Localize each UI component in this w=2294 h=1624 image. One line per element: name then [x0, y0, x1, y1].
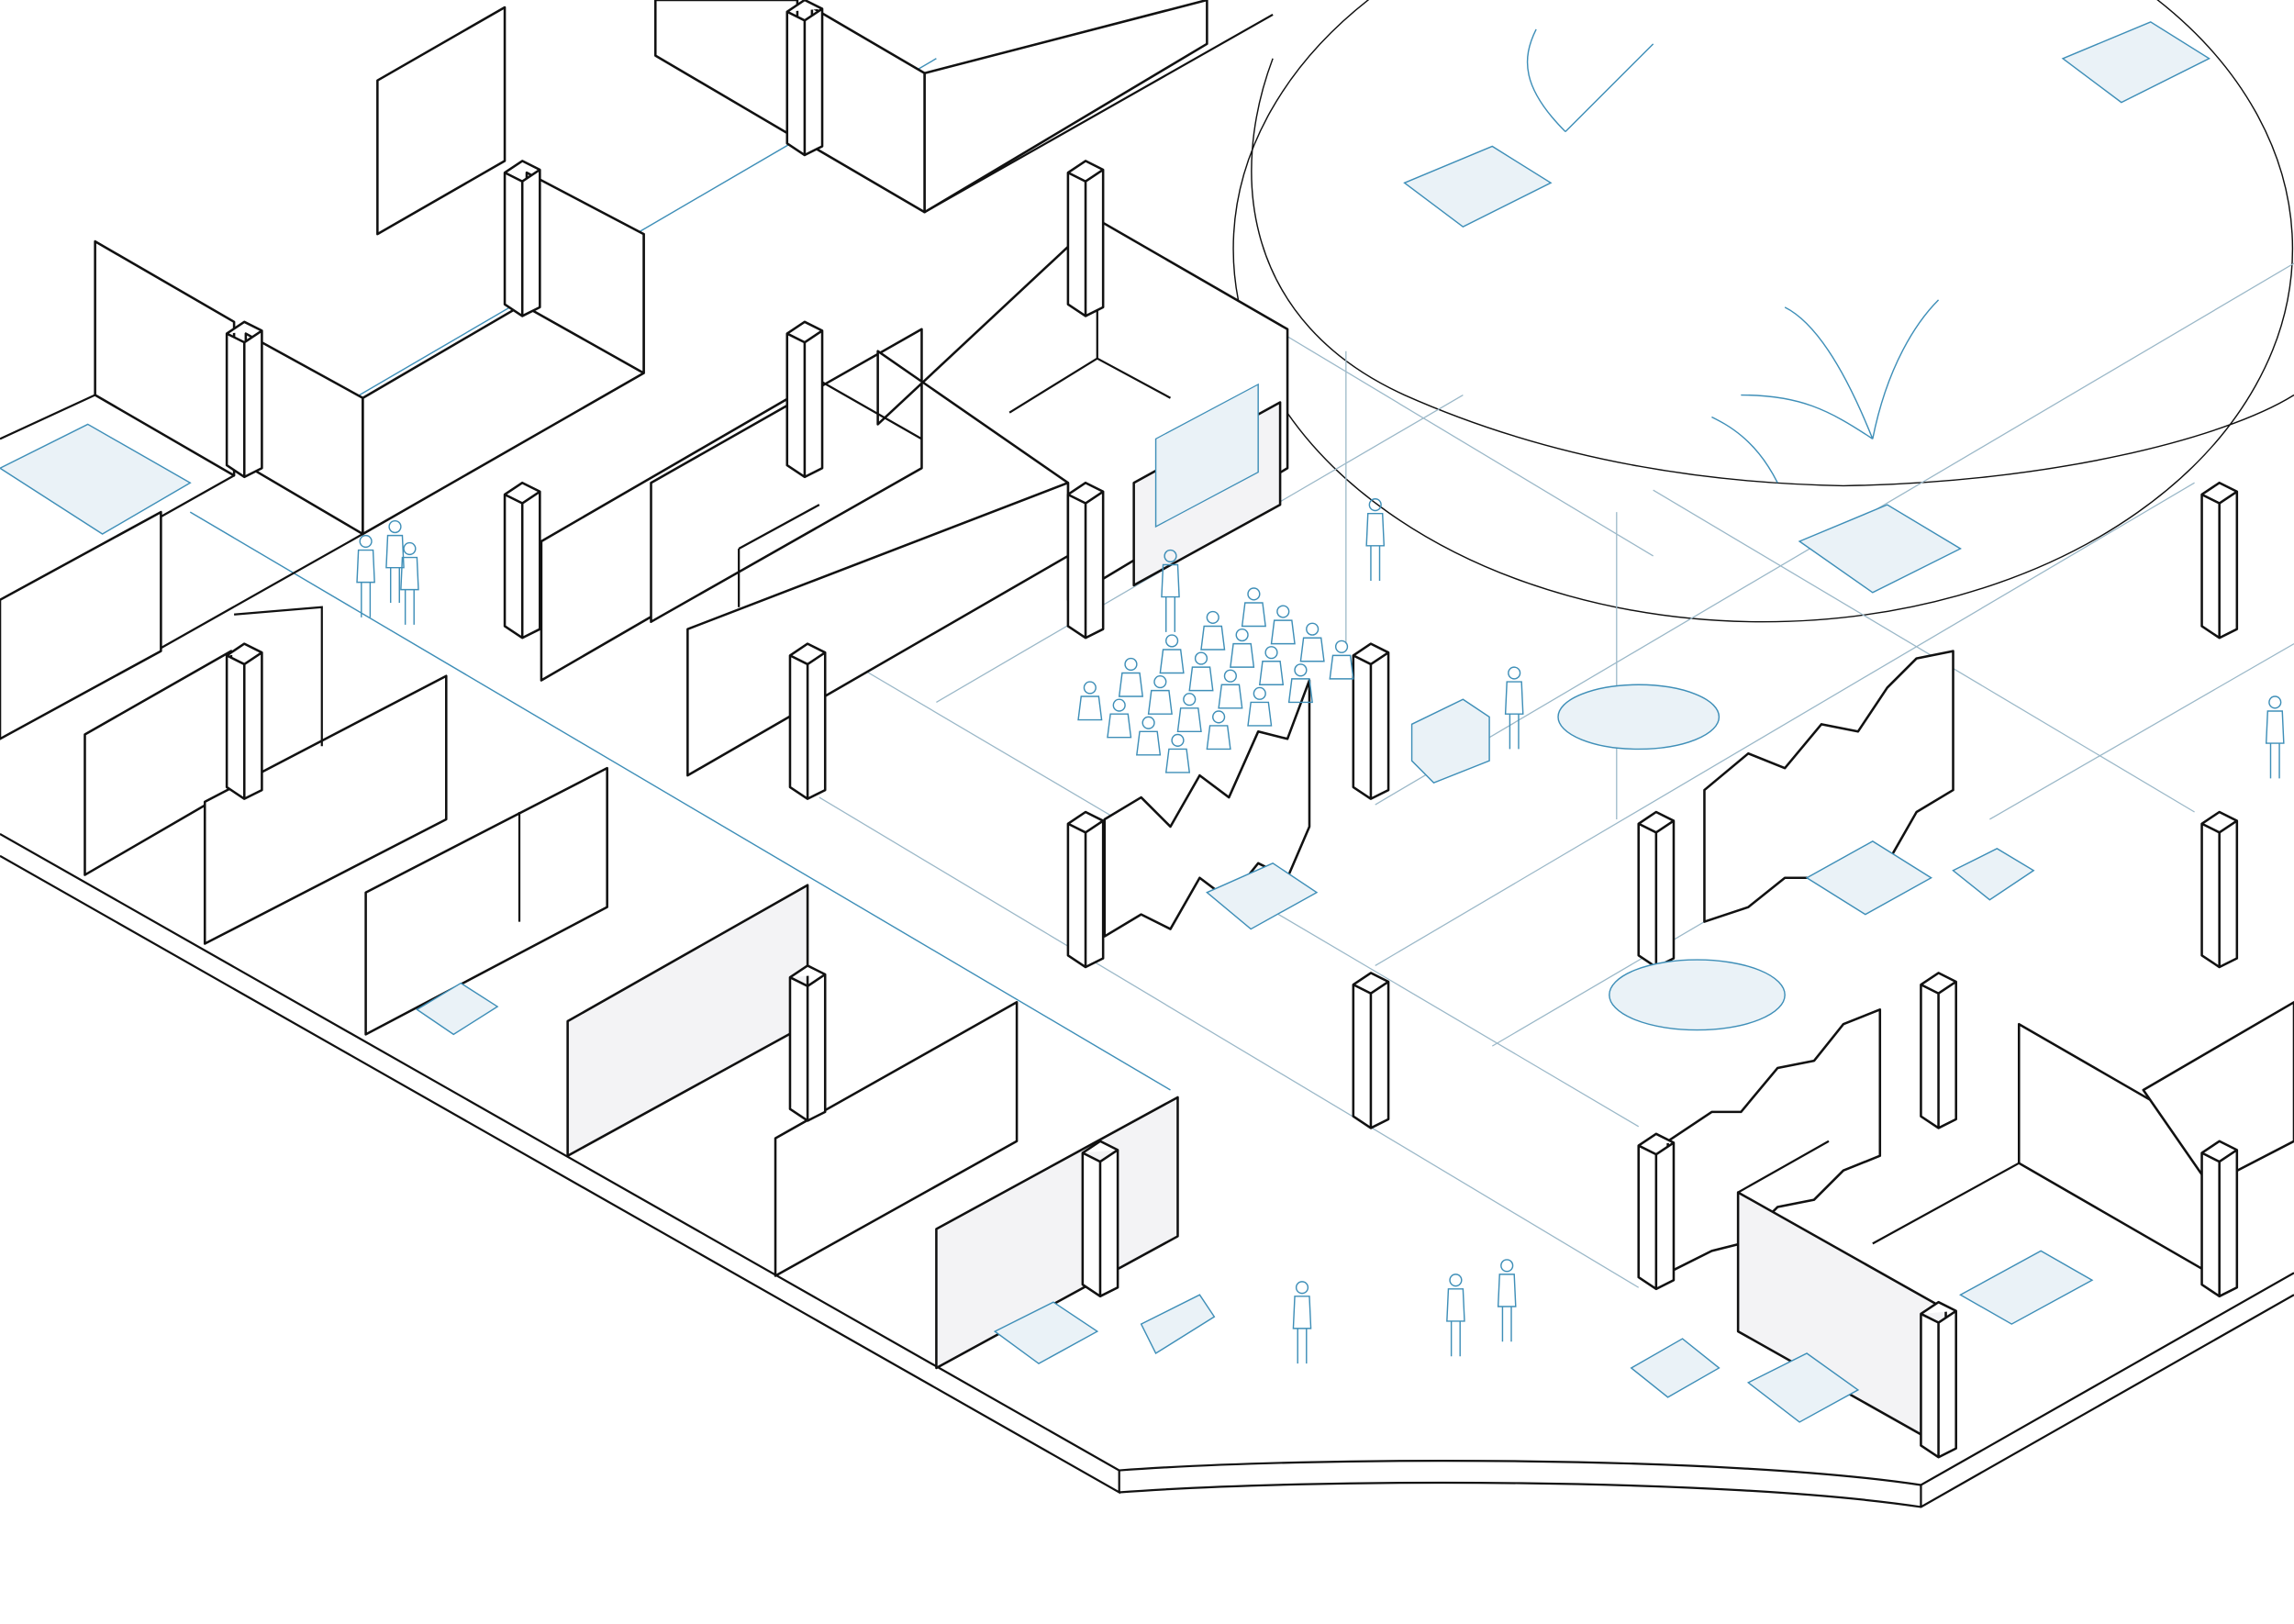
pillar — [1081, 1140, 1119, 1298]
people-and-furniture — [356, 498, 2285, 1364]
seated-attendee — [1287, 663, 1313, 704]
person-figure — [2265, 695, 2285, 779]
lower-offices — [0, 510, 1179, 1370]
seated-attendee — [1147, 674, 1173, 715]
pillar — [225, 642, 263, 800]
seated-attendee — [1200, 610, 1226, 651]
pillar — [503, 481, 541, 640]
pillar — [1637, 810, 1676, 969]
person-figure — [1292, 1281, 1312, 1364]
pillar — [1920, 1300, 1957, 1459]
central-rooms — [540, 217, 1289, 777]
upper-cubicle-row — [0, 0, 1274, 740]
pillar — [503, 160, 541, 317]
folding-partitions — [1103, 650, 1954, 1274]
seated-attendee — [1164, 733, 1191, 773]
seated-attendee — [1107, 698, 1132, 739]
plants — [1403, 21, 2210, 594]
person-figure — [1161, 549, 1180, 632]
pillar — [2200, 810, 2239, 969]
pillar — [1637, 1132, 1676, 1291]
seated-attendee — [1077, 681, 1103, 721]
pillar — [1352, 972, 1390, 1129]
seated-attendee — [1188, 651, 1214, 692]
pillar — [788, 964, 827, 1122]
pillars — [225, 0, 2239, 1459]
seated-attendee — [1159, 634, 1185, 674]
person-figure — [1365, 498, 1386, 582]
seated-attendee — [1241, 587, 1266, 628]
pillar — [1066, 481, 1105, 640]
seated-attendee — [1230, 628, 1255, 668]
person-figure — [400, 541, 419, 625]
pillar — [1920, 972, 1957, 1129]
pillar — [788, 642, 827, 800]
atrium-garden — [1232, 0, 2294, 623]
person-figure — [385, 519, 405, 603]
pillar — [225, 320, 263, 479]
seated-attendee — [1270, 605, 1296, 645]
seated-attendee — [1136, 716, 1162, 756]
person-figure — [1497, 1259, 1517, 1342]
person-figure — [1446, 1274, 1465, 1357]
pillar — [2200, 481, 2239, 640]
seated-attendee — [1247, 686, 1273, 727]
pillar — [785, 320, 824, 479]
person-figure — [356, 534, 375, 617]
seated-attendee — [1299, 622, 1325, 662]
seated-attendee — [1176, 693, 1202, 733]
seated-attendee — [1329, 640, 1354, 680]
pillar — [2200, 1140, 2239, 1298]
floor-slab — [0, 832, 2294, 1508]
furniture — [0, 423, 2094, 1423]
person-figure — [1504, 666, 1524, 750]
pillar — [1066, 160, 1105, 317]
seated-attendee — [1118, 657, 1144, 697]
pillar — [1066, 810, 1105, 969]
seated-attendee — [1206, 710, 1231, 751]
pillar — [785, 0, 824, 157]
seated-attendee — [1218, 669, 1243, 709]
seated-attendee — [1258, 646, 1285, 685]
pillar — [1352, 642, 1390, 800]
